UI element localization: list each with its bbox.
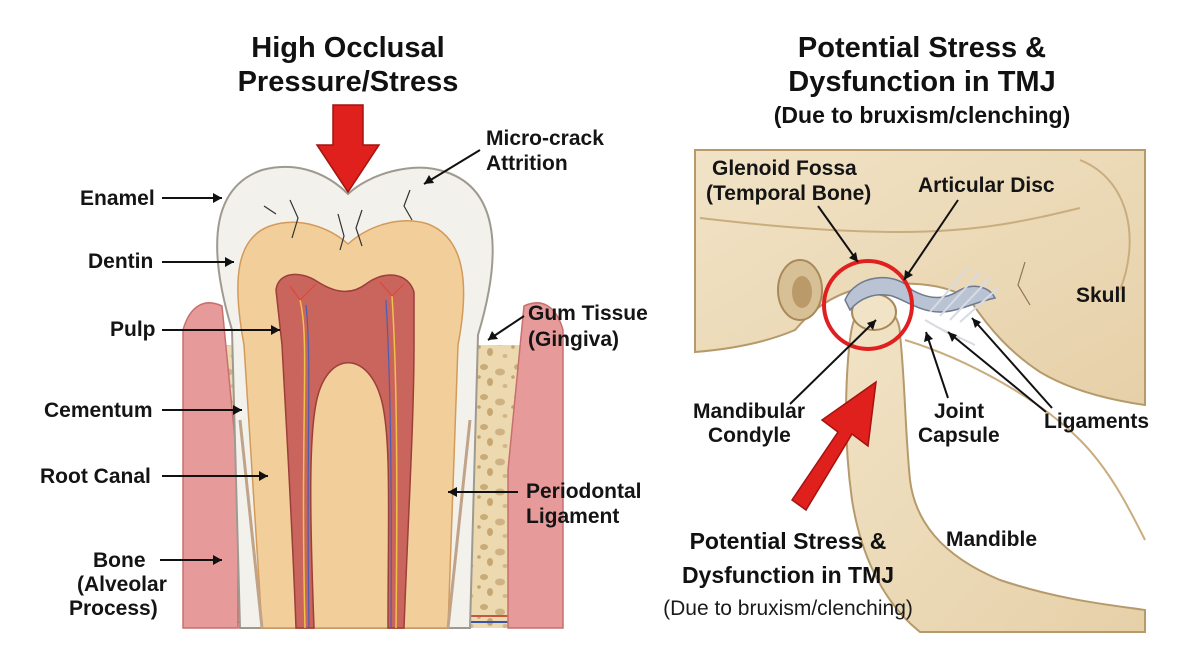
tmj-title-line2: Dysfunction in TMJ: [788, 66, 1055, 98]
gum-tissue-label-line2: (Gingiva): [528, 328, 619, 351]
tmj-callout-line1: Potential Stress &: [690, 528, 887, 554]
joint-capsule-label-line2: Capsule: [918, 424, 1000, 447]
joint-capsule-label-line1: Joint: [934, 400, 984, 423]
micro-crack-label-line2: Attrition: [486, 152, 568, 175]
tmj-highlight-ring: [822, 259, 914, 351]
ligaments-label: Ligaments: [1044, 410, 1149, 433]
mandible-label: Mandible: [946, 528, 1037, 551]
bone-label-line1: Bone: [93, 549, 146, 572]
occlusal-pressure-arrow: [315, 104, 381, 194]
tmj-panel: Potential Stress & Dysfunction in TMJ (D…: [663, 32, 1149, 633]
gum-tissue-right: [507, 302, 564, 629]
skull-label: Skull: [1076, 284, 1126, 307]
tooth-title-line1: High Occlusal: [251, 32, 444, 64]
articular-disc-label: Articular Disc: [918, 174, 1055, 197]
periodontal-ligament-label-line1: Periodontal: [526, 480, 642, 503]
bone-label-line3: Process): [69, 597, 158, 620]
gum-tissue-left: [182, 302, 239, 629]
tmj-callout-line2: Dysfunction in TMJ: [682, 562, 894, 588]
mandibular-condyle-label-line1: Mandibular: [693, 400, 805, 423]
mandibular-condyle-label-line2: Condyle: [708, 424, 791, 447]
tmj-stress-arrow: [790, 380, 877, 512]
glenoid-fossa-label-line2: (Temporal Bone): [706, 182, 871, 205]
bone-label-line2: (Alveolar: [77, 573, 167, 596]
gum-tissue-label-line1: Gum Tissue: [528, 302, 648, 325]
root-canal-label: Root Canal: [40, 465, 151, 488]
cementum-label: Cementum: [44, 399, 153, 422]
glenoid-fossa-label-line1: Glenoid Fossa: [712, 157, 857, 180]
tmj-callout-line3: (Due to bruxism/clenching): [663, 597, 913, 620]
periodontal-ligament-label-line2: Ligament: [526, 505, 619, 528]
pulp-label: Pulp: [110, 318, 156, 341]
dentin-layer: [237, 220, 465, 629]
micro-crack-label-line1: Micro-crack: [486, 127, 604, 150]
dentin-label: Dentin: [88, 250, 153, 273]
tmj-title-line1: Potential Stress &: [798, 32, 1046, 64]
tooth-title-line2: Pressure/Stress: [238, 66, 459, 98]
tooth-panel: High Occlusal Pressure/Stress Enamel Den…: [40, 32, 648, 629]
micro-cracks: [263, 189, 413, 251]
skull-temporal-bone: [694, 149, 1146, 407]
enamel-label: Enamel: [80, 187, 155, 210]
tmj-title-line3: (Due to bruxism/clenching): [774, 102, 1070, 128]
